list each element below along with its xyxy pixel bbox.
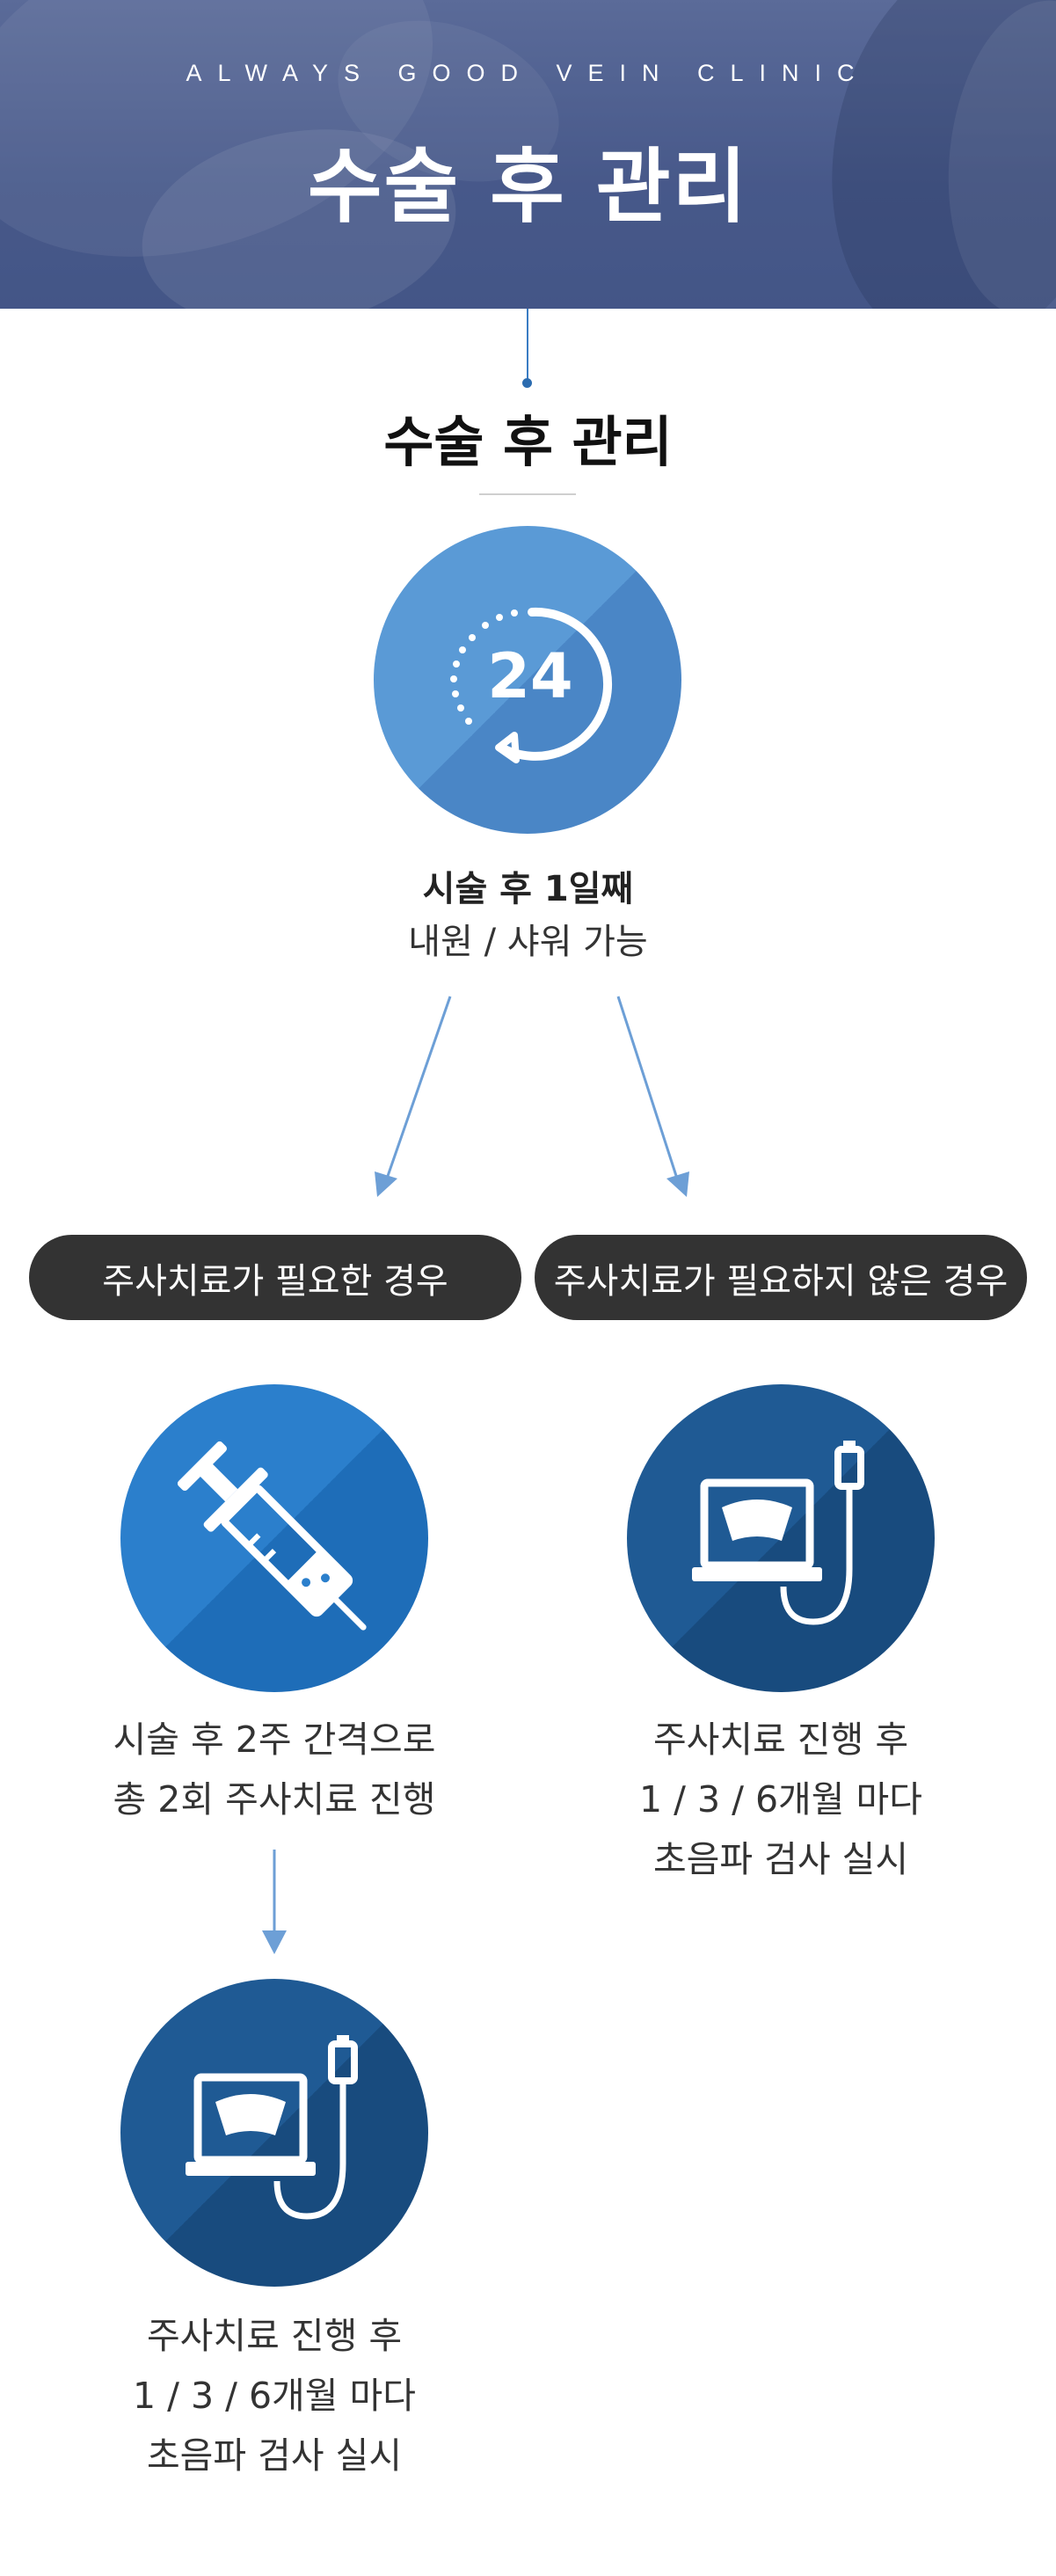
ultrasound-monitor-icon (186, 2035, 358, 2220)
connector-dot (522, 378, 532, 388)
branch-label-injection-not-needed: 주사치료가 필요하지 않은 경우 (535, 1235, 1027, 1320)
left-branch-description: 시술 후 2주 간격으로 총 2회 주사치료 진행 (46, 1710, 503, 1829)
description-line: 총 2회 주사치료 진행 (113, 1778, 436, 1821)
arrow-head-left-branch (375, 1171, 397, 1197)
description-line: 1 / 3 / 6개월 마다 (639, 1778, 922, 1821)
description-line: 시술 후 2주 간격으로 (113, 1719, 436, 1761)
step-circle-24h: 24 (374, 526, 681, 834)
description-line: 1 / 3 / 6개월 마다 (133, 2375, 416, 2417)
description-line: 주사치료 진행 후 (146, 2315, 403, 2357)
followup-description: 주사치료 진행 후 1 / 3 / 6개월 마다 초음파 검사 실시 (46, 2306, 503, 2485)
step-title: 시술 후 1일째 (422, 869, 634, 909)
hero-subtitle: ALWAYS GOOD VEIN CLINIC (186, 60, 870, 86)
arrow-head-right-branch (666, 1171, 689, 1197)
description-line: 초음파 검사 실시 (146, 2434, 403, 2477)
connector-line (527, 309, 528, 381)
title-divider (479, 493, 576, 495)
ultrasound-monitor-icon (692, 1441, 864, 1625)
description-line: 주사치료 진행 후 (652, 1719, 909, 1761)
hero-overlay (0, 0, 1056, 309)
branch-label-text: 주사치료가 필요한 경우 (102, 1260, 448, 1302)
hero-title: 수술 후 관리 (307, 140, 749, 234)
syringe-icon (177, 1441, 367, 1631)
clock-number: 24 (487, 640, 572, 712)
step-text: 내원 / 샤워 가능 (408, 922, 648, 962)
arrow-to-left-branch (385, 996, 452, 1179)
hero-banner: ALWAYS GOOD VEIN CLINIC 수술 후 관리 (0, 0, 1056, 309)
step-circle-syringe (120, 1384, 428, 1692)
description-line: 초음파 검사 실시 (652, 1838, 909, 1880)
step-circle-ultrasound-followup (120, 1979, 428, 2287)
branch-label-text: 주사치료가 필요하지 않은 경우 (553, 1260, 1009, 1302)
section-title: 수술 후 관리 (383, 410, 673, 474)
arrow-to-right-branch (616, 996, 679, 1179)
step-circle-ultrasound (627, 1384, 935, 1692)
clock-24-icon: 24 (450, 607, 613, 763)
branch-label-injection-needed: 주사치료가 필요한 경우 (29, 1235, 521, 1320)
right-branch-description: 주사치료 진행 후 1 / 3 / 6개월 마다 초음파 검사 실시 (552, 1710, 1009, 1889)
arrow-head-next-step (262, 1930, 287, 1954)
